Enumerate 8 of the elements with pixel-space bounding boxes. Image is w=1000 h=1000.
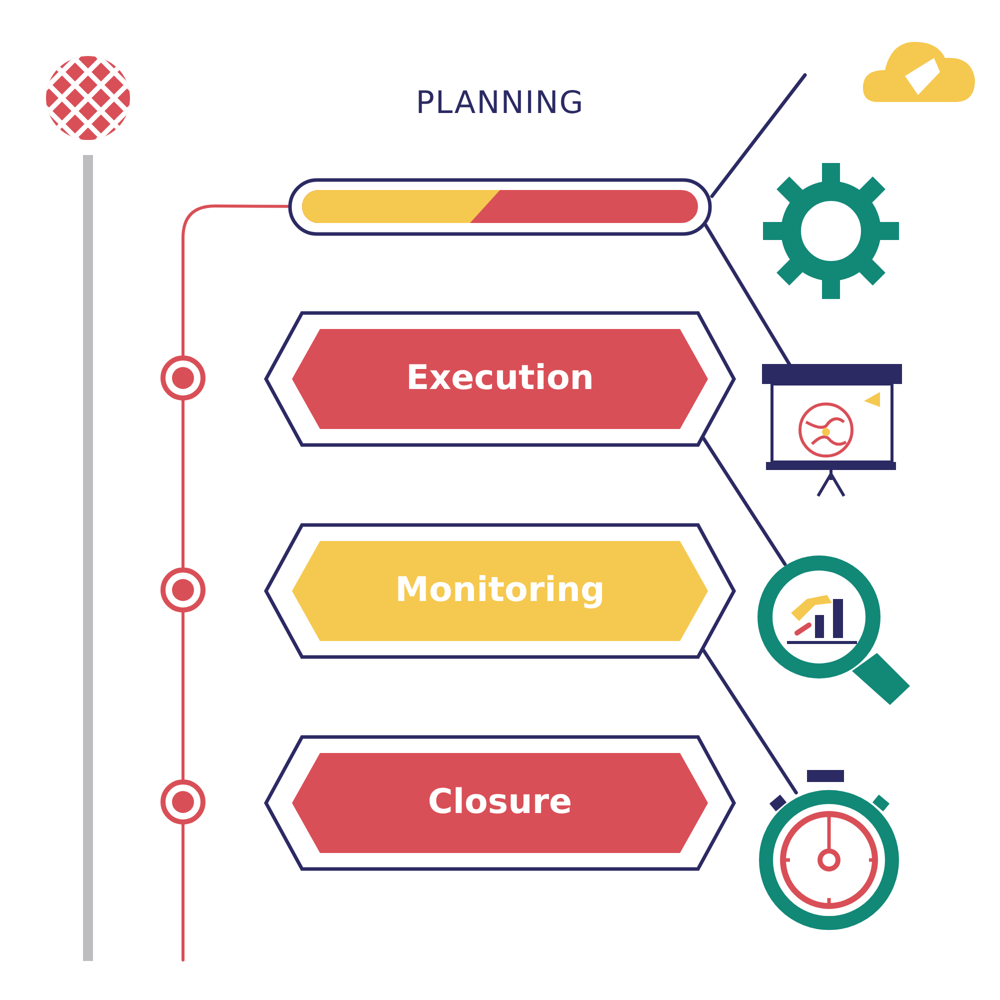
connector-line <box>701 648 798 794</box>
step-label: Monitoring <box>394 569 606 612</box>
timeline-line <box>182 204 290 962</box>
connector-line <box>710 73 807 198</box>
step-label: Closure <box>426 781 574 824</box>
step-label: Execution <box>404 357 596 400</box>
connector-line <box>701 436 787 566</box>
stage-heading: PLANNING <box>414 85 586 121</box>
